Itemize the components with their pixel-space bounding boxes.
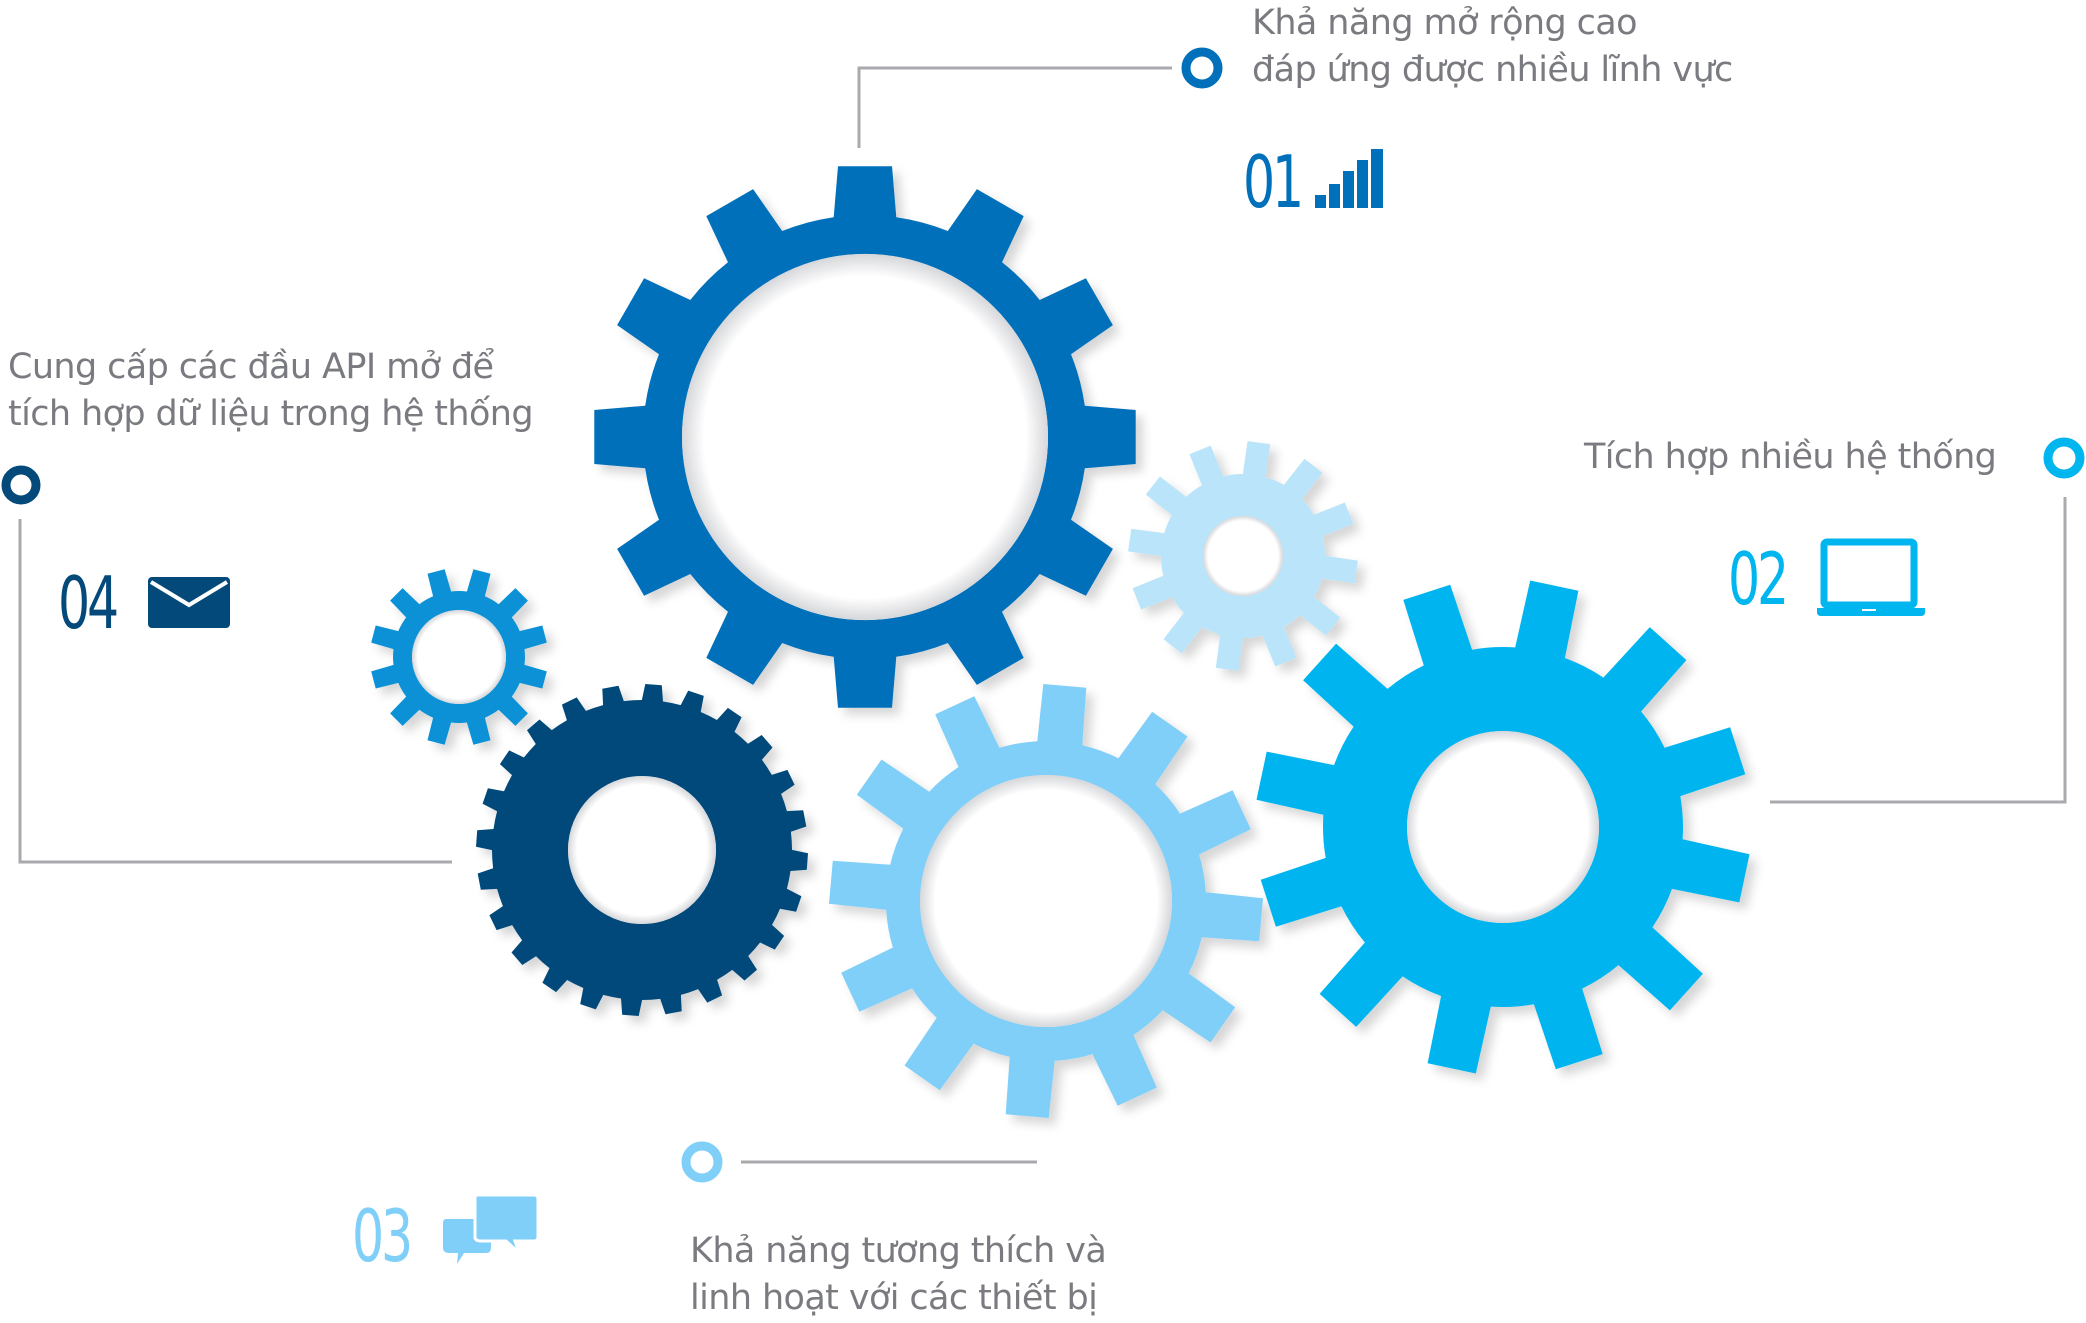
gear-pale-blue-icon: [1128, 441, 1358, 671]
feature-text-01-line-1: Khả năng mở rộng cao: [1252, 3, 1638, 43]
gear-large-blue-icon: [594, 166, 1136, 708]
feature-text-02-line-1: Tích hợp nhiều hệ thống: [1584, 437, 1997, 477]
feature-text-04: Cung cấp các đầu API mở để tích hợp dữ l…: [8, 344, 534, 438]
laptop-icon: [1817, 538, 1925, 616]
gears-group: [371, 166, 1750, 1118]
feature-text-01-line-2: đáp ứng được nhiều lĩnh vực: [1252, 50, 1733, 90]
gear-large-blue-hole: [682, 254, 1048, 620]
feature-text-02: Tích hợp nhiều hệ thống: [1584, 434, 1997, 481]
marker-circle-03: [681, 1141, 723, 1183]
signal-bars-icon: [1315, 149, 1383, 208]
feature-text-03-line-2: linh hoạt với các thiết bị: [690, 1278, 1098, 1318]
feature-text-04-line-1: Cung cấp các đầu API mở để: [8, 347, 494, 387]
marker-circle-02: [2043, 437, 2085, 479]
connector-lines: [18, 66, 2067, 1164]
connector-line-02: [1770, 497, 2067, 804]
feature-text-01: Khả năng mở rộng cao đáp ứng được nhiều …: [1252, 0, 1733, 94]
envelope-icon: [148, 577, 230, 628]
chat-bubbles-icon: [443, 1193, 540, 1264]
marker-circle-01: [1181, 47, 1223, 89]
feature-text-03: Khả năng tương thích và linh hoạt với cá…: [690, 1228, 1107, 1322]
feature-number-02: 02: [1728, 537, 1789, 621]
gear-light-blue-hole: [920, 775, 1172, 1027]
gear-dark-blue-hole: [568, 776, 716, 924]
gear-cyan-icon: [1256, 580, 1750, 1074]
feature-text-03-line-1: Khả năng tương thích và: [690, 1231, 1107, 1271]
gear-small-mid-blue-icon: [371, 569, 547, 745]
gear-light-blue-icon: [829, 684, 1263, 1118]
gear-small-mid-blue-hole: [412, 610, 506, 704]
gear-dark-blue-icon: [476, 684, 808, 1016]
gear-cyan-hole: [1407, 731, 1599, 923]
marker-circle-04: [1, 465, 41, 505]
feature-number-01: 01: [1243, 140, 1304, 224]
feature-text-04-line-2: tích hợp dữ liệu trong hệ thống: [8, 394, 534, 434]
feature-number-04: 04: [58, 561, 119, 645]
connector-line-04: [18, 519, 452, 864]
connector-line-01: [857, 66, 1172, 148]
feature-number-03: 03: [352, 1194, 413, 1278]
gear-pale-blue-hole: [1203, 516, 1283, 596]
